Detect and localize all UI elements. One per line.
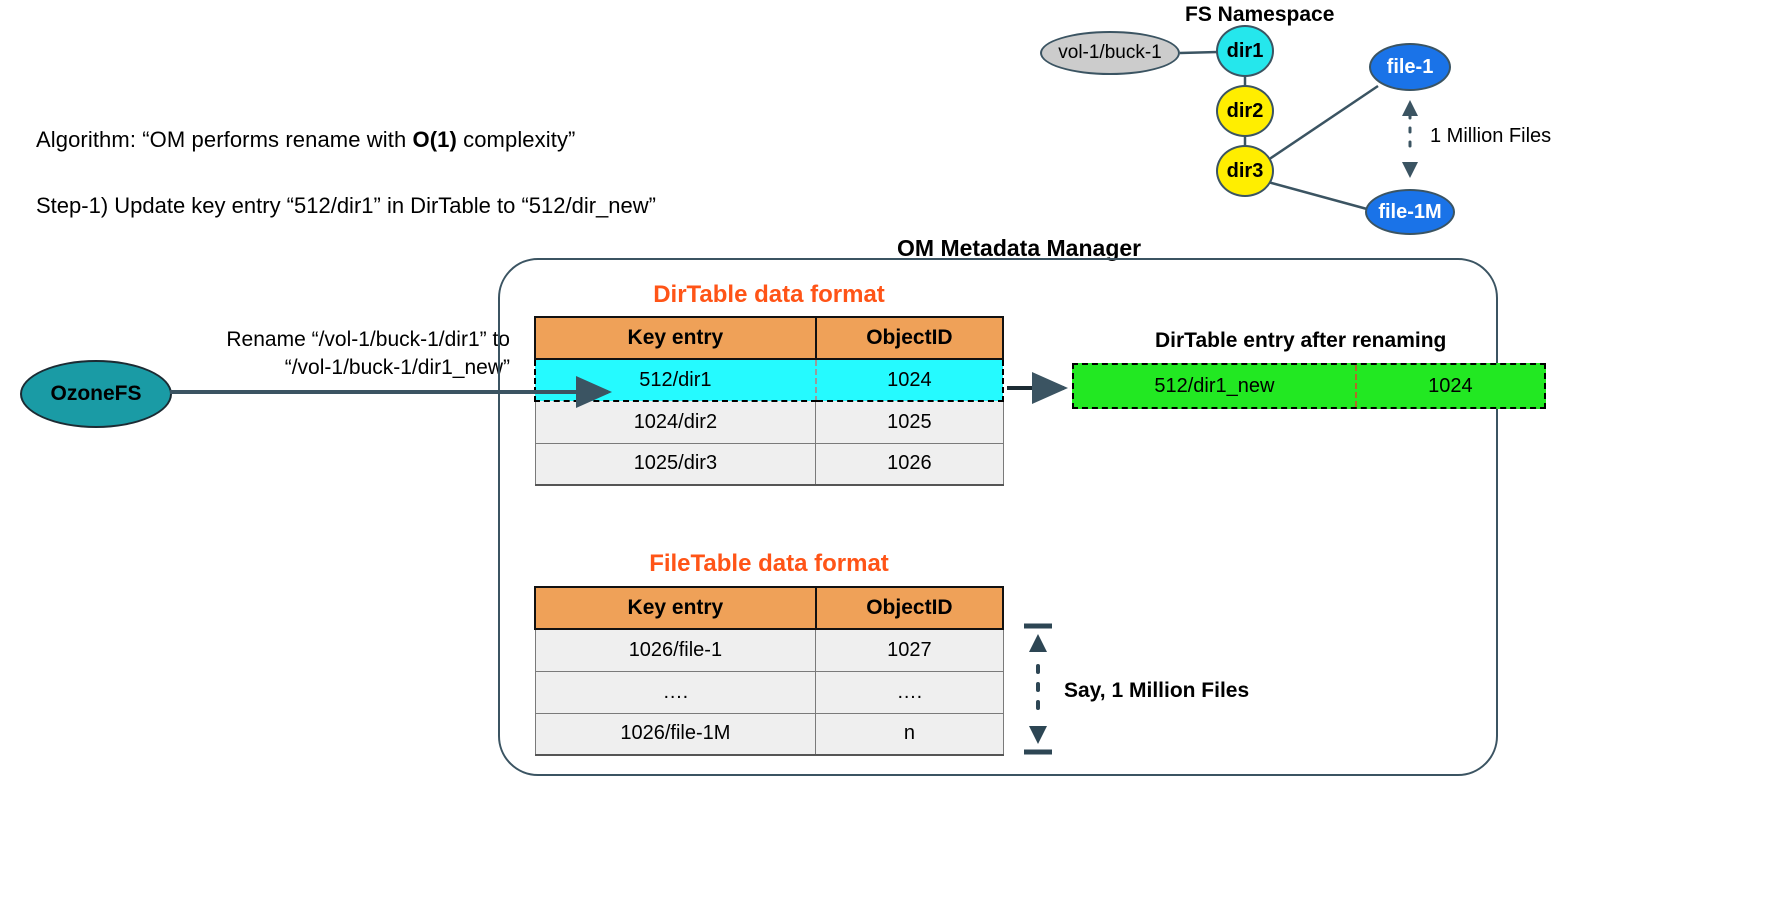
dirtable-cell-key: 1025/dir3 xyxy=(534,442,817,486)
algorithm-text-end: complexity” xyxy=(456,127,576,152)
dirtable-cell-objectid: 1024 xyxy=(814,358,1005,402)
renamed-entry-objectid: 1024 xyxy=(1428,374,1473,397)
dirtable-caption: DirTable data format xyxy=(653,281,885,308)
node-file-1[interactable]: file-1 xyxy=(1369,43,1451,91)
table-row[interactable]: 1026/file-1 1027 xyxy=(534,628,1004,672)
algorithm-label: Algorithm: xyxy=(36,127,137,152)
rename-request-label: Rename “/vol-1/buck-1/dir1” to “/vol-1/bu… xyxy=(150,326,510,383)
million-files-bracket-icon xyxy=(1024,623,1052,755)
filetable-cell-key: …. xyxy=(534,670,817,714)
dirtable-cell-key: 512/dir1 xyxy=(534,358,817,402)
node-dir3[interactable]: dir3 xyxy=(1216,145,1274,197)
node-dir1-label: dir1 xyxy=(1226,39,1264,62)
algorithm-complexity: O(1) xyxy=(412,127,457,152)
dirtable-cell-objectid: 1026 xyxy=(815,442,1004,486)
filetable-cell-objectid: …. xyxy=(815,670,1004,714)
dirtable-header-row: Key entry ObjectID xyxy=(534,316,1005,360)
filetable-cell-objectid: n xyxy=(815,712,1004,756)
node-file-1m[interactable]: file-1M xyxy=(1365,189,1455,235)
table-row[interactable]: 1024/dir2 1025 xyxy=(534,400,1004,444)
renamed-entry-key: 512/dir1_new xyxy=(1074,365,1357,407)
node-dir1[interactable]: dir1 xyxy=(1216,25,1274,77)
renamed-entry-caption: DirTable entry after renaming xyxy=(1155,329,1447,352)
algorithm-text: “OM performs rename with xyxy=(136,127,413,152)
dirtable-cell-objectid: 1025 xyxy=(815,400,1004,444)
table-row[interactable]: 1025/dir3 1026 xyxy=(534,442,1004,486)
filetable: Key entry ObjectID 1026/file-1 1027 …. …… xyxy=(534,586,1005,756)
table-row[interactable]: …. …. xyxy=(534,670,1004,714)
filetable-cell-objectid: 1027 xyxy=(815,628,1004,672)
algorithm-line: Algorithm: “OM performs rename with O(1)… xyxy=(36,126,575,154)
filetable-cell-key: 1026/file-1 xyxy=(534,628,817,672)
ozonefs-node[interactable]: OzoneFS xyxy=(20,360,172,428)
filetable-header-row: Key entry ObjectID xyxy=(534,586,1005,630)
node-dir2-label: dir2 xyxy=(1226,99,1264,122)
table-row[interactable]: 1026/file-1M n xyxy=(534,712,1004,756)
renamed-entry-row[interactable]: 512/dir1_new 1024 xyxy=(1072,363,1546,409)
filetable-wrapper: Key entry ObjectID 1026/file-1 1027 …. …… xyxy=(534,586,1005,756)
ozonefs-label: OzoneFS xyxy=(50,382,142,405)
filetable-col-key: Key entry xyxy=(534,586,817,630)
fs-namespace-title: FS Namespace xyxy=(1185,3,1335,26)
dirtable-col-objectid: ObjectID xyxy=(814,316,1005,360)
filetable-million-files-label: Say, 1 Million Files xyxy=(1064,679,1250,702)
fs-million-arrow xyxy=(1402,100,1418,178)
dirtable-cell-key: 1024/dir2 xyxy=(534,400,817,444)
filetable-caption: FileTable data format xyxy=(649,550,889,577)
node-dir2[interactable]: dir2 xyxy=(1216,85,1274,137)
table-row[interactable]: 512/dir1 1024 xyxy=(534,358,1005,402)
om-metadata-manager-title: OM Metadata Manager xyxy=(897,235,1142,261)
dirtable-wrapper: Key entry ObjectID 512/dir1 1024 1024/di… xyxy=(534,316,1005,486)
dirtable-col-key: Key entry xyxy=(534,316,817,360)
rename-line-2: “/vol-1/buck-1/dir1_new” xyxy=(284,356,510,380)
node-bucket[interactable]: vol-1/buck-1 xyxy=(1040,31,1180,75)
om-metadata-manager-panel xyxy=(498,258,1498,776)
rename-line-1: Rename “/vol-1/buck-1/dir1” to xyxy=(226,328,510,351)
fs-million-files-label: 1 Million Files xyxy=(1430,125,1552,147)
dirtable: Key entry ObjectID 512/dir1 1024 1024/di… xyxy=(534,316,1005,486)
step-1-line: Step-1) Update key entry “512/dir1” in D… xyxy=(36,193,656,218)
node-bucket-label: vol-1/buck-1 xyxy=(1058,42,1162,63)
filetable-cell-key: 1026/file-1M xyxy=(534,712,817,756)
node-dir3-label: dir3 xyxy=(1226,159,1264,182)
node-file-1m-label: file-1M xyxy=(1378,200,1442,223)
filetable-col-objectid: ObjectID xyxy=(814,586,1005,630)
node-file-1-label: file-1 xyxy=(1386,55,1434,78)
